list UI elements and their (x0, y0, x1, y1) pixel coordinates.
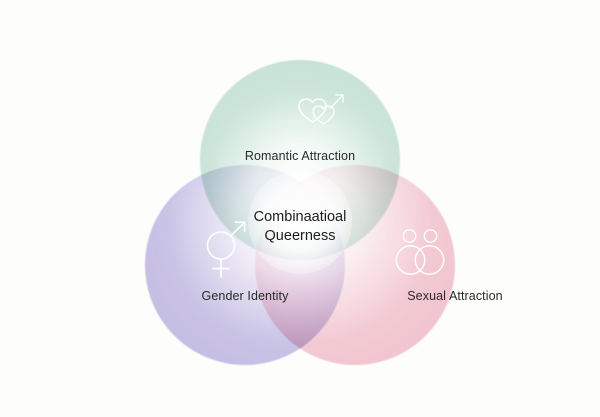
venn-label-romantic-attraction: Romantic Attraction (244, 149, 356, 163)
venn-circle-sexual-attraction[interactable] (255, 165, 455, 365)
venn-label-sexual-attraction: Sexual Attraction (407, 289, 503, 303)
venn-label-gender-identity: Gender Identity (201, 289, 289, 303)
venn-center-title-line-2: Queerness (264, 228, 336, 245)
venn-center-title: Combinaatioal Queerness (245, 208, 355, 246)
venn-center-title-line-1: Combinaatioal (253, 209, 347, 225)
